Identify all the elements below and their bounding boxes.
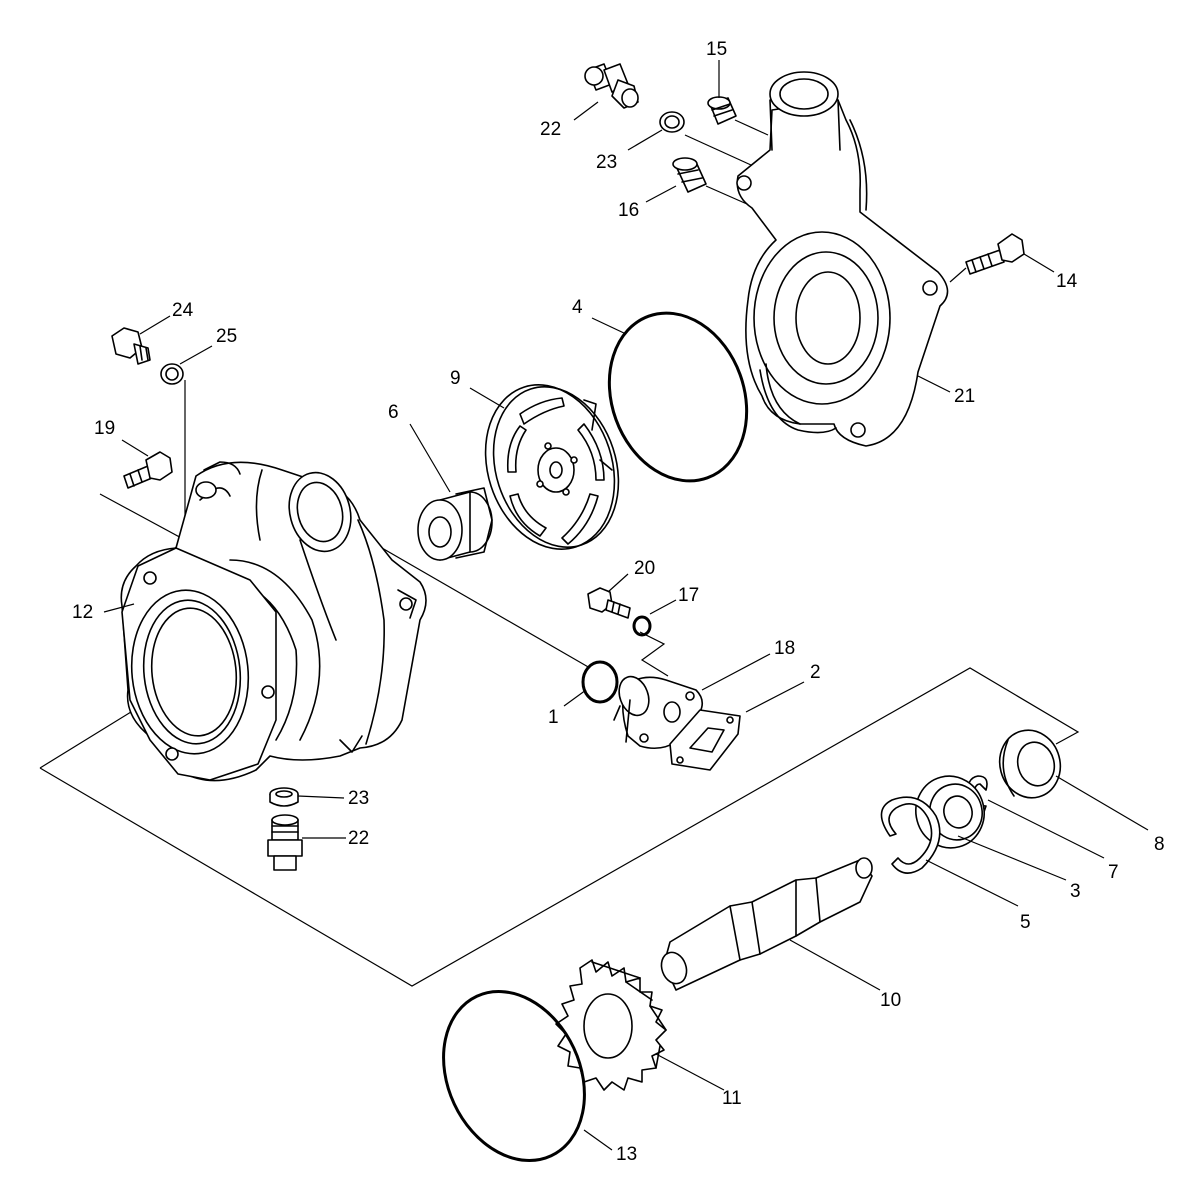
snap-ring-5: [880, 796, 941, 874]
bolt-14: [965, 233, 1025, 275]
callout-numbers: 1 2 3 4 5 6 7 8 9 10 11 12 13 14 15 16 1…: [72, 39, 1165, 1165]
callout-10: 10: [880, 990, 901, 1011]
plug-16: [672, 157, 707, 193]
mechanical-seal-6: [417, 487, 493, 561]
callout-9: 9: [450, 368, 461, 389]
seal-ring-8: [998, 729, 1062, 799]
o-ring-1: [581, 660, 619, 704]
o-ring-13: [442, 990, 586, 1162]
fitting-22-bottom: [267, 814, 303, 871]
callout-17: 17: [678, 585, 699, 606]
callout-23-top: 23: [596, 152, 617, 173]
callout-20: 20: [634, 558, 655, 579]
callout-18: 18: [774, 638, 795, 659]
callout-14: 14: [1056, 271, 1078, 292]
plug-15: [707, 96, 737, 125]
callout-16: 16: [618, 200, 639, 221]
plug-24: [111, 327, 151, 365]
callout-8: 8: [1154, 834, 1165, 855]
o-ring-4: [607, 311, 749, 483]
bolt-19: [123, 451, 173, 489]
callout-6: 6: [388, 402, 399, 423]
bushing-23-bottom: [269, 787, 299, 807]
callout-15: 15: [706, 39, 727, 60]
seal-ring-23-top: [659, 111, 685, 133]
callout-13: 13: [616, 1144, 637, 1165]
o-ring-17: [632, 615, 652, 637]
pump-housing-12: [120, 461, 427, 782]
shaft-10: [660, 857, 873, 991]
bolt-20: [587, 587, 631, 619]
callout-leaders: [103, 60, 1149, 1151]
callout-21: 21: [954, 386, 975, 407]
gear-11: [555, 959, 667, 1091]
callout-5: 5: [1020, 912, 1031, 933]
callout-11: 11: [722, 1088, 742, 1109]
gasket-2: [669, 709, 741, 771]
callout-23-bottom: 23: [348, 788, 369, 809]
callout-24: 24: [172, 300, 194, 321]
callout-3: 3: [1070, 881, 1081, 902]
callout-12: 12: [72, 602, 93, 623]
callout-19: 19: [94, 418, 115, 439]
callout-2: 2: [810, 662, 821, 683]
seal-ring-25: [160, 363, 184, 385]
callout-7: 7: [1108, 862, 1119, 883]
callout-4: 4: [572, 297, 583, 318]
callout-22-top: 22: [540, 119, 561, 140]
impeller-9: [484, 384, 620, 550]
callout-1: 1: [548, 707, 559, 728]
pump-cover-21: [736, 71, 949, 447]
callout-25: 25: [216, 326, 237, 347]
fitting-22-top: [584, 63, 639, 109]
callout-22-bottom: 22: [348, 828, 369, 849]
